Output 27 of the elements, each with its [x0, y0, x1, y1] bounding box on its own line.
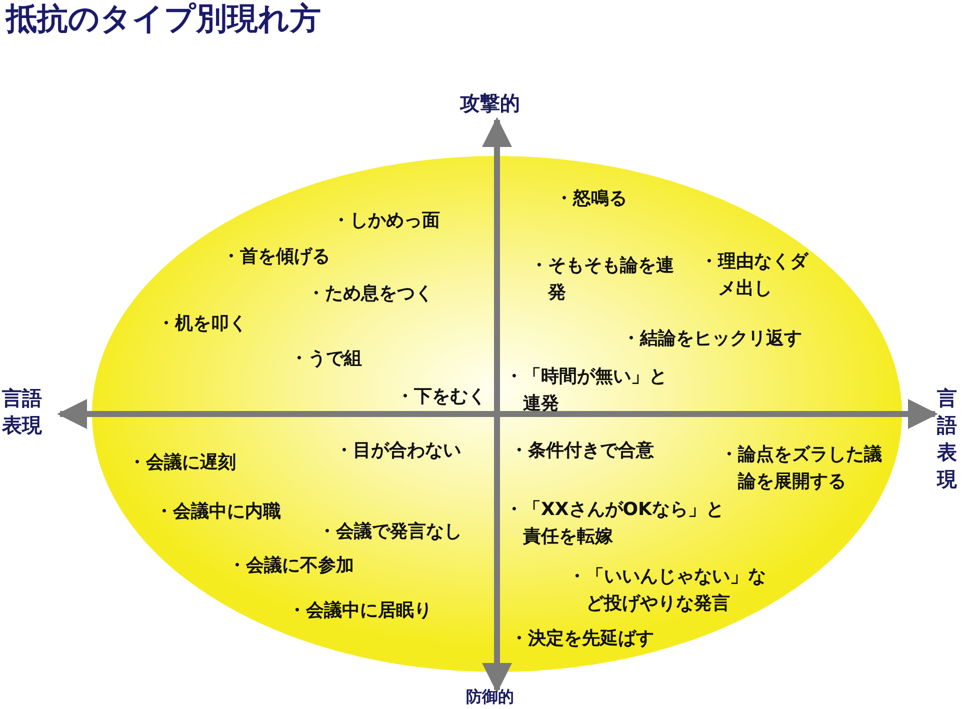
quadrant-item: ・会議に不参加 — [228, 554, 354, 578]
quadrant-item: ・条件付きで合意 — [510, 439, 654, 463]
quadrant-item: ・首を傾げる — [222, 245, 330, 269]
quadrant-item: ・会議に遅刻 — [128, 451, 236, 475]
quadrant-item: ・目が合わない — [335, 439, 461, 463]
quadrant-item: ・怒鳴る — [555, 187, 627, 211]
quadrant-item: ・ため息をつく — [307, 282, 433, 306]
quadrant-item: ・机を叩く — [157, 312, 247, 336]
quadrant-item: ・うで組 — [290, 347, 362, 371]
quadrant-item: ・しかめっ面 — [332, 209, 440, 233]
quadrant-item: ・会議中に内職 — [155, 500, 281, 524]
axis-label: 防御的 — [466, 686, 514, 708]
title: 抵抗のタイプ別現れ方 — [6, 0, 321, 39]
quadrant-item: ・「XXさんがOKなら」と責任を転嫁 — [505, 498, 726, 549]
axis-label: 言語表現 — [937, 385, 958, 493]
quadrant-item: ・結論をヒックリ返す — [622, 327, 802, 351]
axis-label: 攻撃的 — [460, 90, 520, 117]
axis-label: 言語表現 — [2, 385, 43, 439]
quadrant-item: ・「時間が無い」と連発 — [505, 365, 668, 416]
quadrant-item: ・論点をズラした議論を展開する — [720, 443, 883, 494]
quadrant-item: ・決定を先延ばす — [510, 627, 654, 651]
quadrant-item: ・そもそも論を連発 — [530, 254, 675, 305]
quadrant-item: ・「いいんじゃない」など投げやりな発言 — [568, 565, 767, 616]
quadrant-item: ・理由なくダメ出し — [700, 250, 810, 301]
quadrant-item: ・下をむく — [396, 385, 486, 409]
quadrant-item: ・会議で発言なし — [318, 520, 462, 544]
quadrant-item: ・会議中に居眠り — [288, 599, 432, 623]
